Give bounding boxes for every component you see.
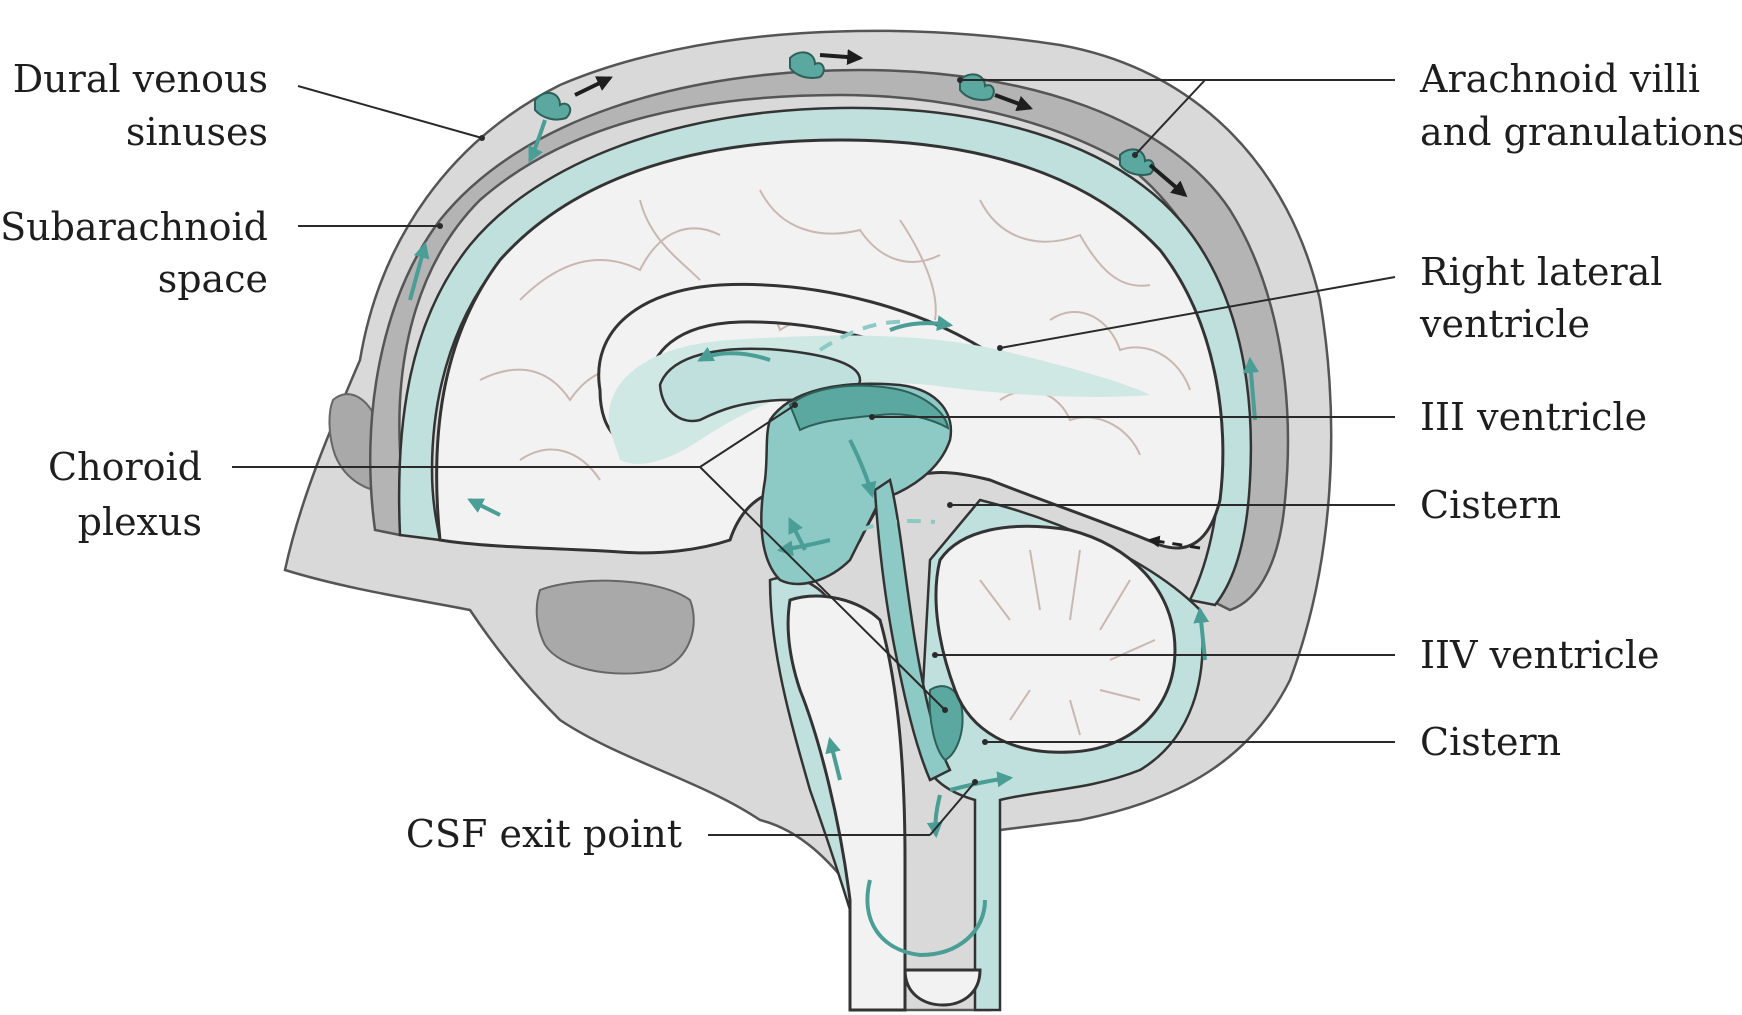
label-arachnoid-villi-2: and granulations — [1420, 110, 1742, 154]
sphenoid-sinus — [537, 581, 694, 674]
label-third-ventricle: III ventricle — [1420, 395, 1647, 439]
label-fourth-ventricle: IIV ventricle — [1420, 633, 1660, 677]
label-choroid-plexus-1: Choroid — [48, 445, 202, 489]
label-subarachnoid-space-2: space — [158, 257, 268, 301]
label-dural-venous-sinuses-1: Dural venous — [13, 57, 268, 101]
label-arachnoid-villi-1: Arachnoid villi — [1419, 57, 1700, 101]
label-cistern-lower: Cistern — [1420, 720, 1561, 764]
label-subarachnoid-space-1: Subarachnoid — [0, 205, 268, 249]
label-csf-exit-point: CSF exit point — [406, 812, 682, 856]
label-choroid-plexus-2: plexus — [78, 500, 202, 544]
label-dural-venous-sinuses-2: sinuses — [126, 110, 268, 154]
label-right-lateral-ventricle-2: ventricle — [1419, 302, 1590, 346]
label-cistern-upper: Cistern — [1420, 483, 1561, 527]
label-right-lateral-ventricle-1: Right lateral — [1420, 250, 1662, 294]
